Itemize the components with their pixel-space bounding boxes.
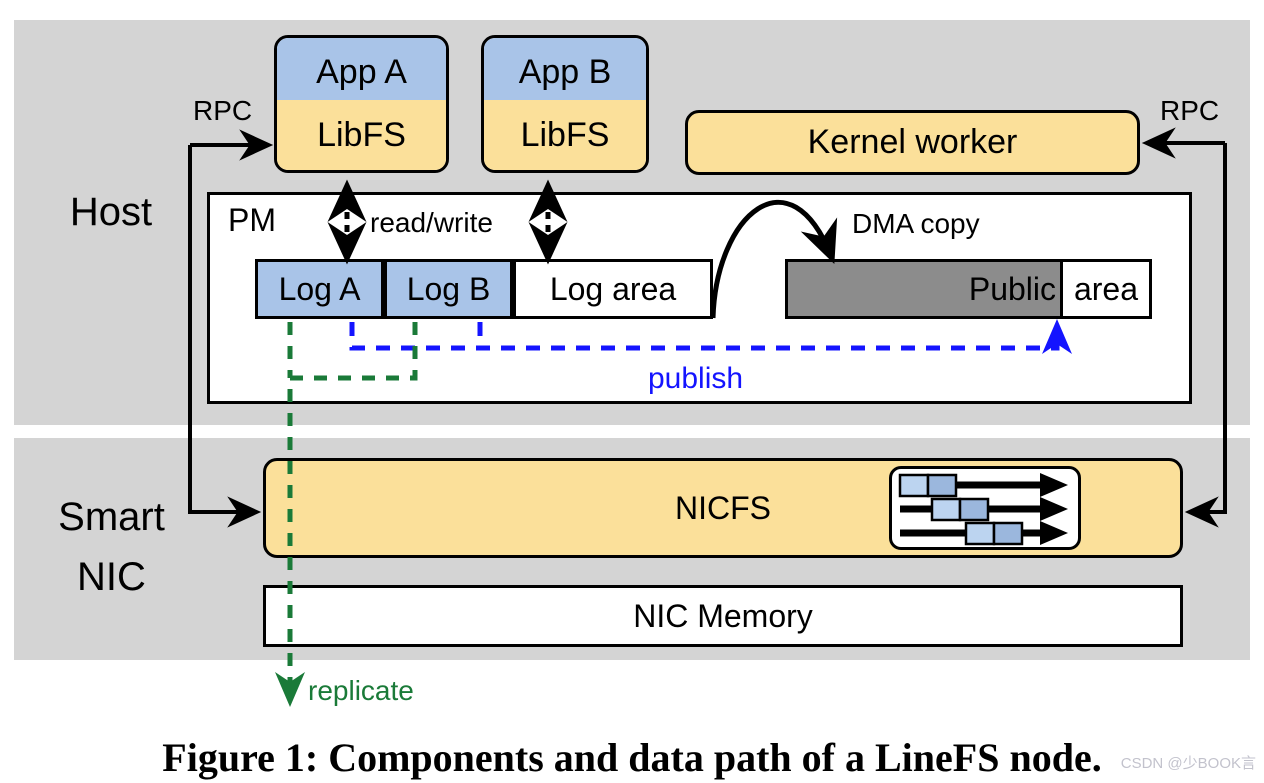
publish-label: publish	[648, 362, 744, 395]
nicfs-label: NICFS	[675, 489, 771, 526]
public-area-used-label: Public	[788, 262, 1060, 316]
read-write-label: read/write	[370, 207, 493, 238]
app-a-box[interactable]: App A LibFS	[274, 35, 449, 173]
figure-caption: Figure 1: Components and data path of a …	[162, 735, 1102, 780]
watermark: CSDN @少BOOK言	[1120, 755, 1256, 772]
kernel-worker-box[interactable]: Kernel worker	[685, 110, 1140, 175]
app-b-libfs-label: LibFS	[484, 100, 646, 170]
replicate-label: replicate	[308, 675, 414, 706]
app-b-label: App B	[484, 38, 646, 106]
public-area-free-label: area	[1060, 262, 1149, 316]
app-b-box[interactable]: App B LibFS	[481, 35, 649, 173]
dma-copy-label: DMA copy	[852, 208, 980, 239]
app-a-label: App A	[277, 38, 446, 106]
zone-label-smartnic-line1: Smart	[58, 495, 165, 539]
zone-label-host: Host	[69, 190, 153, 234]
app-a-libfs-label: LibFS	[277, 100, 446, 170]
nic-memory-box[interactable]: NIC Memory	[263, 585, 1183, 647]
rpc-right-label: RPC	[1160, 95, 1220, 126]
public-area-block[interactable]: Public area	[785, 259, 1152, 319]
log-area-block[interactable]: Log area	[513, 259, 713, 319]
rpc-left-label: RPC	[193, 95, 253, 126]
zone-label-smartnic-line2: NIC	[77, 555, 146, 599]
log-a-block[interactable]: Log A	[255, 259, 384, 319]
log-b-block[interactable]: Log B	[384, 259, 513, 319]
pipelined-stages-icon	[889, 466, 1081, 550]
pm-label: PM	[228, 202, 276, 238]
